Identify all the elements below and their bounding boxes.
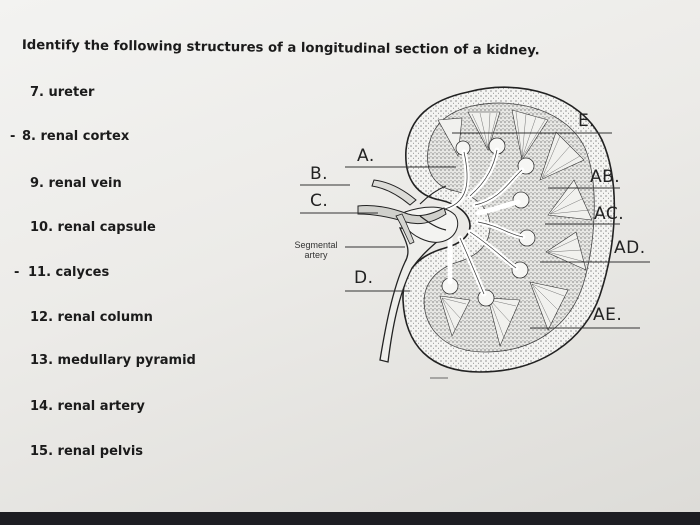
label-ab: AB. [590,167,621,187]
segmental-artery-label: Segmental artery [287,240,345,260]
list-item-renal-capsule: 10. renal capsule [30,220,156,235]
label-c: C. [310,191,329,211]
kidney-diagram [300,86,650,379]
list-item-renal-cortex: 8. renal cortex [22,129,130,144]
label-a: A. [357,146,375,166]
list-item-calyces: 11. calyces [28,265,110,280]
label-ae: AE. [593,305,623,325]
label-d: D. [354,268,374,288]
label-b: B. [310,164,329,184]
list-item-ureter: 7. ureter [30,85,95,100]
segmental-artery-label-line2: artery [304,250,328,260]
list-item-renal-column: 12. renal column [30,310,153,325]
list-item-renal-vein: 9. renal vein [30,176,122,191]
label-ad: AD. [614,238,646,258]
list-item-mark-8: - [10,129,16,144]
list-item-medullary-pyramid: 13. medullary pyramid [30,353,196,368]
segmental-artery-label-line1: Segmental [294,240,338,250]
renal-vein [371,179,417,206]
leader-lines [300,132,650,329]
bottom-edge [0,512,700,525]
list-item-mark-11: - [14,265,20,280]
segmental-artery-branch [395,213,415,245]
label-ac: AC. [594,204,625,224]
ureter [379,227,450,363]
list-item-renal-pelvis: 15. renal pelvis [30,444,144,459]
label-e: E. [578,111,596,131]
list-item-renal-artery: 14. renal artery [30,399,145,414]
